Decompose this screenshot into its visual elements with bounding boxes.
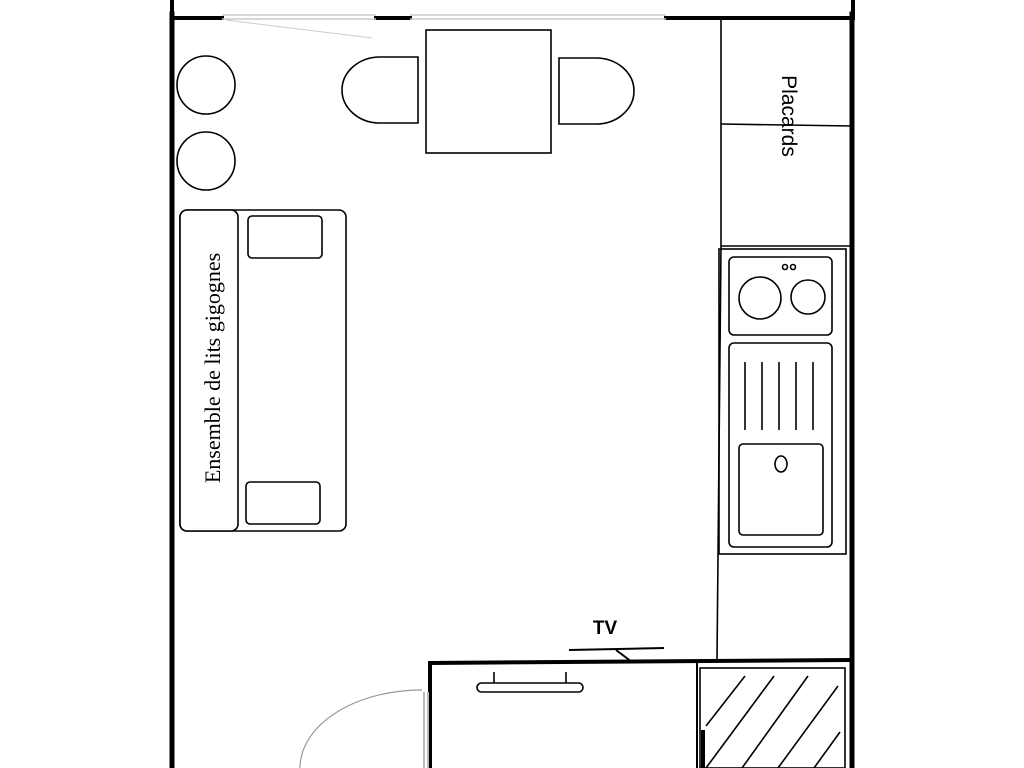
dining-table [425,29,552,154]
towel-bar-rail [476,682,584,693]
closet-divider [720,123,853,127]
window-swing-line [225,19,373,39]
burner-small [790,279,826,315]
window-top [222,14,666,39]
sink-basin [738,443,824,536]
pillow-top [247,215,323,259]
bathroom-partition [427,658,851,768]
shower-tray [699,667,846,768]
stool-bottom [176,131,236,191]
hob-knob-1 [781,263,789,271]
tv-screen [568,647,665,651]
dining-set [341,29,635,154]
hob-knob-2 [789,263,797,271]
closets-label: Placards [777,75,800,157]
bunk-bed-set [179,209,347,532]
stool-top [176,55,236,115]
entrance-door [299,689,429,768]
shower-hatch-5 [813,731,841,768]
kitchenette [716,245,847,661]
pillow-bottom [245,481,321,525]
shower-hatch-1 [705,675,746,727]
sink-drain [774,455,788,473]
shower-hatch-2 [705,675,775,768]
shower [699,667,846,768]
stools [176,55,236,191]
shower-hatch-3 [741,675,809,768]
chair-right [558,57,635,125]
counter-block [718,248,847,555]
towel-bar [476,672,584,693]
burner-large [738,276,782,320]
closets [720,18,853,247]
bunk-bed-label: Ensemble de lits gigognes [200,253,225,483]
door-swing-arc [299,689,423,768]
shower-hatch-4 [777,685,839,768]
partition-top-wall [427,658,851,665]
tv-label: TV [593,618,618,639]
chair-left [341,56,419,124]
outer-walls [169,0,855,768]
bunk-bed-side-panel [179,209,239,532]
